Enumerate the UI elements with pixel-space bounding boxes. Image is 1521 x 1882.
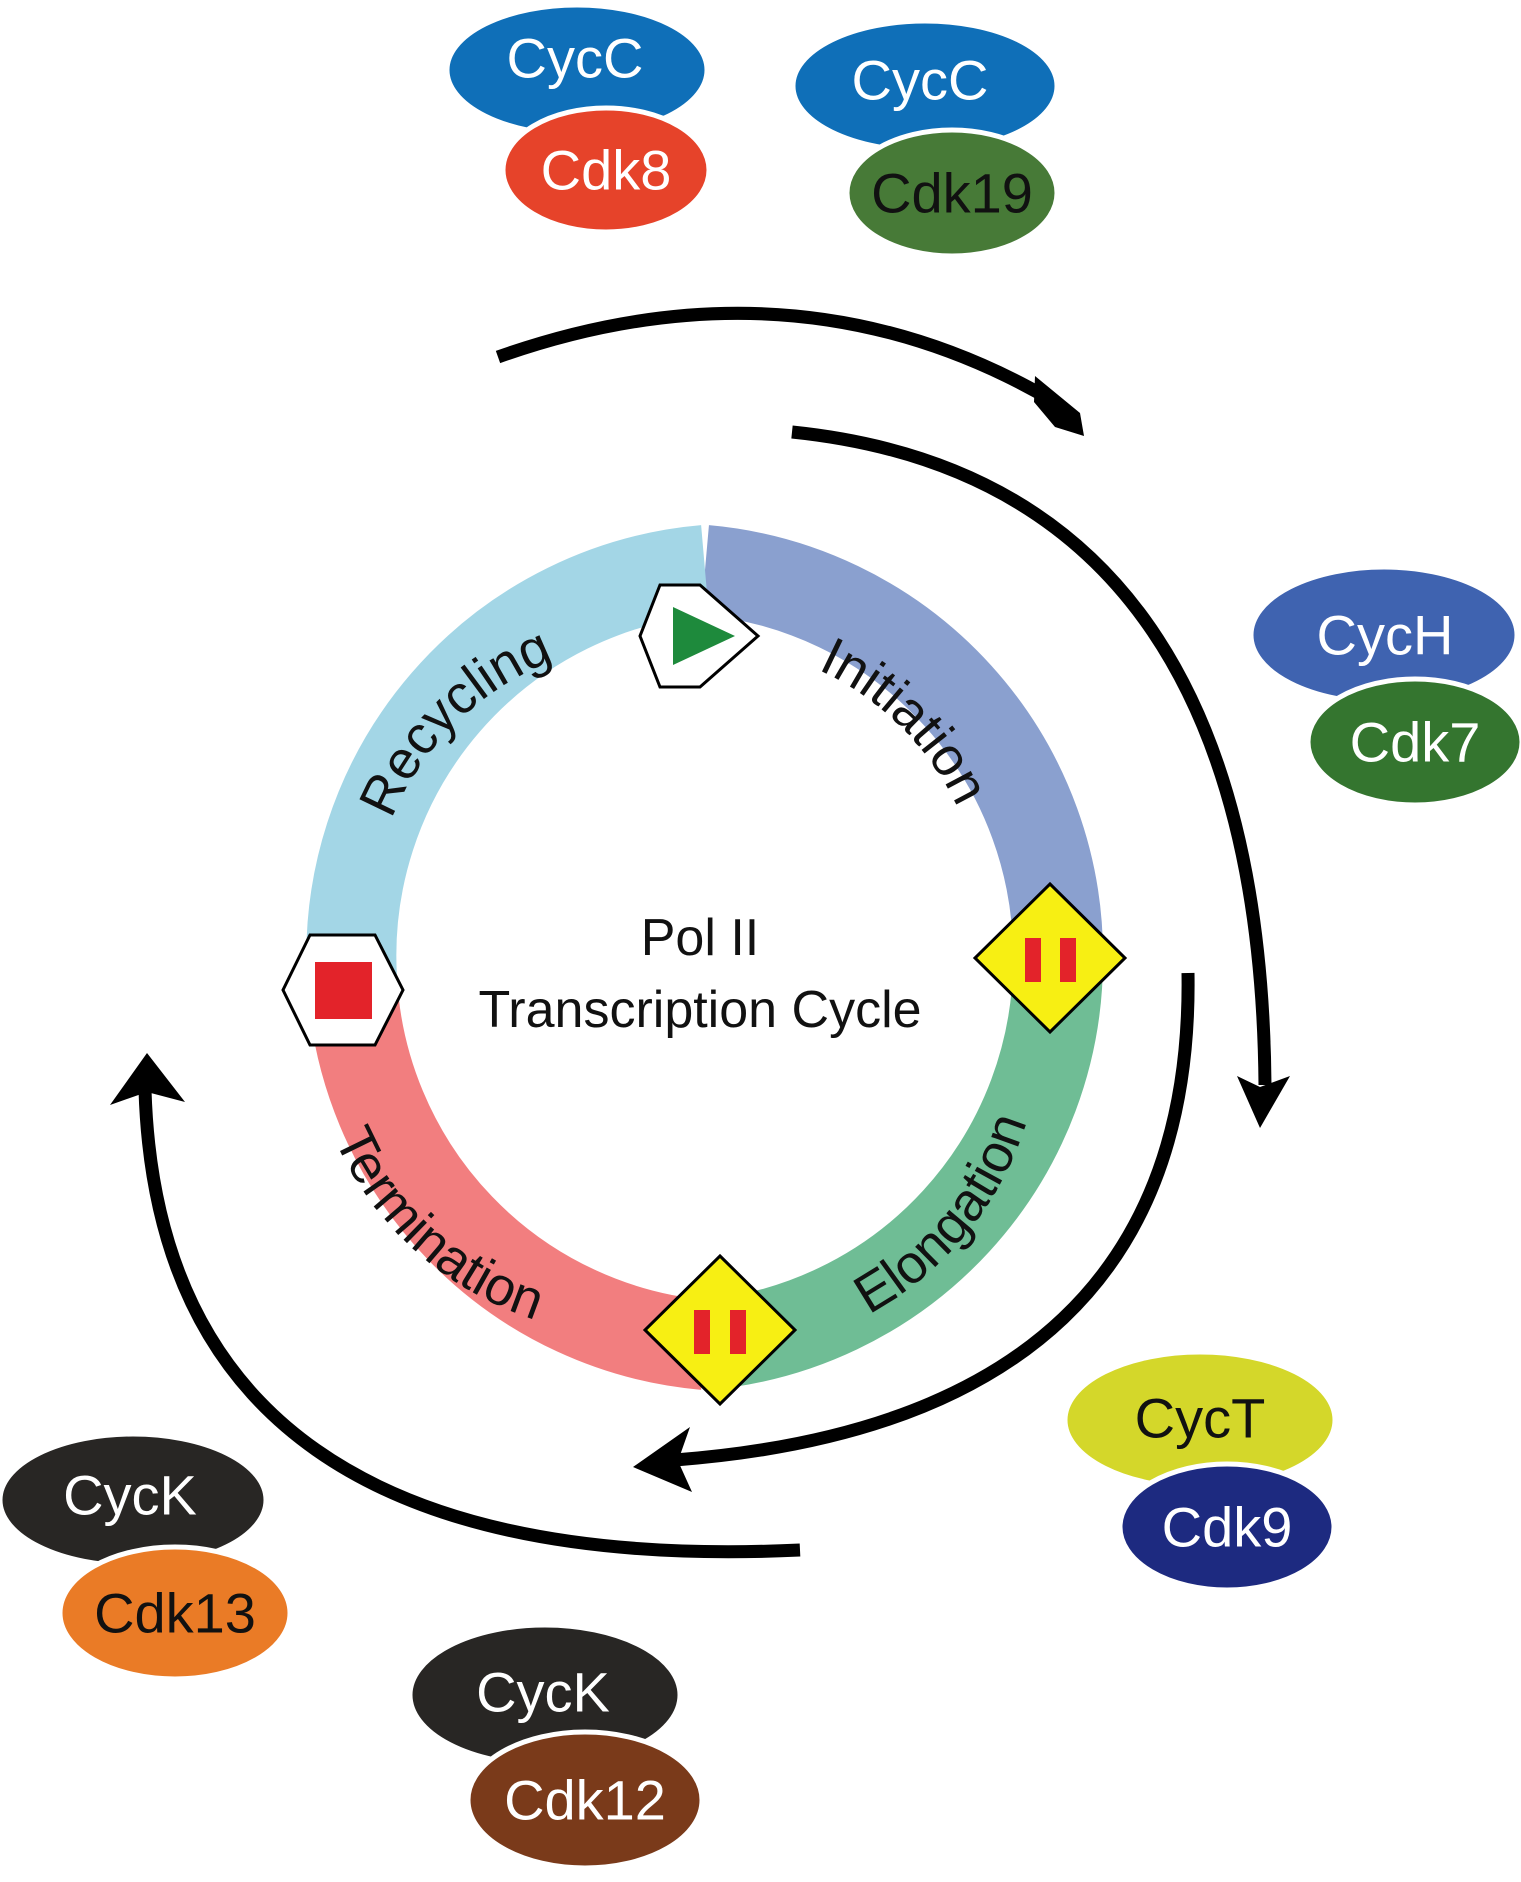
marker-start xyxy=(638,583,761,689)
cdk-label: Cdk13 xyxy=(94,1582,256,1645)
arrowhead-right xyxy=(1237,1076,1290,1128)
cdk-oval xyxy=(1305,676,1521,808)
ring-segment-termination xyxy=(307,975,710,1390)
cdk-label: Cdk9 xyxy=(1162,1496,1293,1559)
cyclin-label: CycK xyxy=(476,1661,610,1724)
arrowhead-bottom-left xyxy=(110,1053,185,1105)
marker-pause-2 xyxy=(642,1253,798,1407)
ring-segment-initiation xyxy=(700,525,1104,961)
cdk-oval xyxy=(57,1544,293,1682)
cyclin-label: CycK xyxy=(63,1464,197,1527)
complex-cych-cdk7: CycH Cdk7 xyxy=(1248,564,1521,808)
center-title-line2: Transcription Cycle xyxy=(478,981,921,1039)
cyclin-label: CycC xyxy=(507,27,644,90)
arrow-top xyxy=(495,306,1064,411)
cyclin-label: CycT xyxy=(1135,1387,1266,1450)
center-title-line1: Pol II xyxy=(641,909,760,967)
pause-icon-bar-left xyxy=(1025,938,1041,982)
complex-cycc-cdk19: CycC Cdk19 xyxy=(790,18,1060,259)
ring-segment-recycling xyxy=(306,525,710,981)
complex-cyck-cdk13: CycK Cdk13 xyxy=(0,1431,293,1682)
stop-icon xyxy=(315,962,372,1019)
arrow-right-inner xyxy=(674,972,1195,1467)
arrowhead-top xyxy=(1034,376,1084,436)
cdk-oval xyxy=(465,1729,705,1871)
cdk-oval xyxy=(1117,1461,1337,1593)
cyclin-label: CycH xyxy=(1317,604,1454,667)
diamond-shape xyxy=(642,1253,798,1407)
cdk-label: Cdk19 xyxy=(871,162,1033,225)
cdk-label: Cdk8 xyxy=(541,139,672,202)
marker-pause-1 xyxy=(972,881,1128,1035)
cdk-label: Cdk7 xyxy=(1350,711,1481,774)
complex-cyct-cdk9: CycT Cdk9 xyxy=(1062,1349,1338,1593)
pause-icon-bar-left xyxy=(694,1310,710,1354)
cdk-oval xyxy=(500,105,712,235)
arrow-right xyxy=(791,425,1272,1086)
complex-cyck-cdk12: CycK Cdk12 xyxy=(407,1622,705,1871)
pause-icon-bar-right xyxy=(1060,938,1076,982)
play-icon xyxy=(673,607,735,665)
complex-cycc-cdk8: CycC Cdk8 xyxy=(444,2,712,235)
cdk-oval xyxy=(844,127,1060,259)
arrow-bottom-left xyxy=(138,1089,801,1559)
arrow-heads xyxy=(110,376,1290,1492)
arrowhead-right-inner xyxy=(633,1427,692,1492)
diamond-shape xyxy=(972,881,1128,1035)
cyclin-label: CycC xyxy=(852,49,989,112)
cycle-arrows xyxy=(138,306,1272,1559)
cdk-label: Cdk12 xyxy=(504,1769,666,1832)
pause-icon-bar-right xyxy=(730,1310,746,1354)
marker-stop xyxy=(281,933,405,1047)
